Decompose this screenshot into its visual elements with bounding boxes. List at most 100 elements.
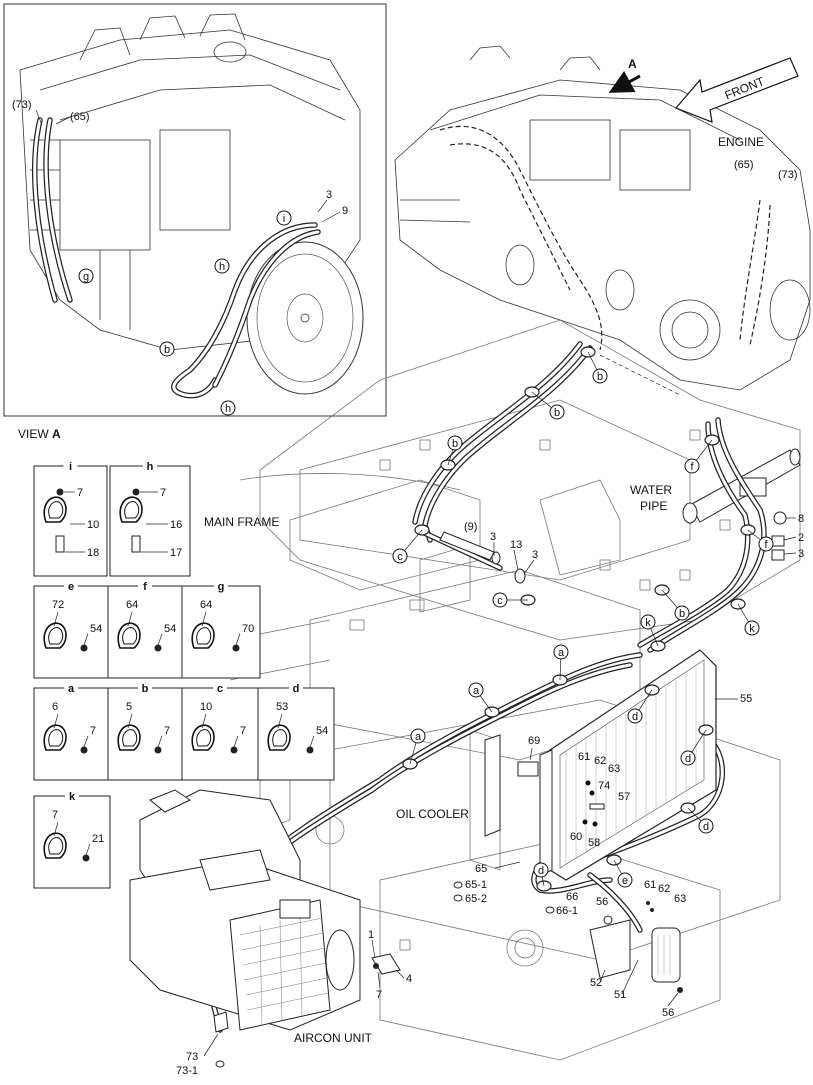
callout-c65-1: 65-1	[465, 879, 487, 891]
inset-view-a: (73) (65) 3 9 i h g b h	[3, 3, 387, 417]
clamp-marker-letter: d	[538, 865, 544, 877]
callout-c57: 57	[618, 791, 630, 803]
inset-callout-65: (65)	[70, 111, 90, 123]
clamp-part-label: 54	[90, 623, 102, 635]
svg-text:h: h	[225, 403, 231, 415]
clamp-part-label: 72	[52, 599, 64, 611]
clamp-box-title: a	[68, 683, 75, 695]
svg-text:A: A	[628, 57, 637, 71]
callout-c3b: 3	[532, 549, 538, 561]
callout-c66: 66	[566, 891, 578, 903]
aircon-bracket	[213, 953, 401, 1068]
engine-label: ENGINE	[718, 135, 764, 149]
inset-circle-h2: h	[220, 400, 236, 416]
callout-p73a: (73)	[778, 169, 798, 181]
clamp-marker-d4: d	[533, 862, 552, 892]
main-frame-label: MAIN FRAME	[204, 515, 279, 529]
svg-text:h: h	[219, 261, 225, 273]
callout-c63b: 63	[674, 893, 686, 905]
clamp-box-title: b	[142, 683, 149, 695]
clamp-marker-d2: d	[680, 724, 714, 766]
clamp-part-label: 6	[52, 701, 58, 713]
clamp-part-label: 7	[160, 487, 166, 499]
parts-65-cluster	[453, 861, 521, 902]
clamp-box-title: e	[68, 581, 74, 593]
clamp-marker-letter: k	[645, 617, 651, 629]
clamp-marker-a3: a	[402, 728, 426, 770]
receiver-drier	[545, 901, 683, 993]
clamp-detail-boxes: i71018h71617e7254f6454g6470a67b57c107d53…	[33, 460, 335, 889]
clamp-part-label: 53	[276, 701, 288, 713]
clamp-marker-k1: k	[640, 614, 666, 652]
oil-cooler	[484, 734, 501, 837]
clamp-part-label: 7	[52, 809, 58, 821]
callout-c74: 74	[598, 780, 610, 792]
inset-circle-h: h	[214, 258, 230, 274]
clamp-part-label: 64	[126, 599, 138, 611]
inset-callout-9: 9	[342, 205, 348, 217]
clamp-marker-f2: f	[740, 524, 774, 552]
condenser	[539, 649, 717, 881]
clamp-marker-a2: a	[468, 682, 500, 718]
callout-c66-1: 66-1	[556, 905, 578, 917]
callout-c55: 55	[740, 693, 752, 705]
callout-c63a: 63	[608, 763, 620, 775]
view-arrow-a: A	[608, 57, 641, 93]
main-engine	[394, 45, 811, 391]
aircon-unit	[129, 789, 361, 1031]
clamp-part-label: 7	[240, 725, 246, 737]
clamp-part-label: 10	[87, 519, 99, 531]
clamp-box-title: g	[218, 581, 225, 593]
callout-c62b: 62	[658, 883, 670, 895]
svg-text:i: i	[283, 213, 285, 225]
callout-c69: 69	[528, 735, 540, 747]
oil-cooler-label: OIL COOLER	[396, 807, 469, 821]
clamp-marker-a1: a	[552, 644, 569, 686]
callout-p65a: (65)	[734, 159, 754, 171]
clamp-part-label: 5	[126, 701, 132, 713]
callout-c73: 73	[186, 1051, 198, 1063]
clamp-marker-letter: b	[452, 438, 458, 450]
clamp-marker-d1: d	[627, 684, 660, 724]
inset-engine	[19, 13, 361, 351]
clamp-part-label: 18	[87, 547, 99, 559]
clamp-box-title: f	[143, 581, 147, 593]
clamp-marker-letter: c	[497, 595, 503, 607]
clamp-box-d: d 53 54	[257, 682, 335, 781]
callout-c52: 52	[590, 977, 602, 989]
clamp-part-label: 54	[316, 725, 328, 737]
condenser-fittings	[582, 780, 605, 827]
callout-c60: 60	[570, 831, 582, 843]
callout-c61b: 61	[644, 879, 656, 891]
svg-text:g: g	[83, 271, 89, 283]
front-arrow: FRONT	[674, 57, 799, 123]
inset-circle-i: i	[276, 210, 292, 226]
clamp-marker-letter: b	[554, 407, 560, 419]
clamp-marker-letter: b	[679, 608, 685, 620]
callout-c7: 7	[376, 989, 382, 1001]
clamp-marker-letter: d	[632, 711, 638, 723]
clamp-marker-b4: b	[654, 584, 690, 621]
clamp-marker-letter: d	[685, 753, 691, 765]
clamp-marker-c2: c	[492, 592, 536, 608]
clamp-box-a: a6 7	[33, 682, 109, 781]
clamp-marker-letter: a	[473, 685, 480, 697]
clamp-box-title: h	[147, 461, 154, 473]
callout-c65: 65	[475, 863, 487, 875]
clamp-marker-b3: b	[440, 435, 463, 471]
view-a-label: VIEW A	[18, 427, 61, 441]
aircon-unit-label: AIRCON UNIT	[294, 1031, 373, 1045]
clamp-marker-d3: d	[680, 802, 714, 834]
clamp-part-label: 7	[77, 487, 83, 499]
clamp-part-label: 16	[170, 519, 182, 531]
clamp-marker-b2: b	[524, 386, 565, 420]
inset-circle-b: b	[159, 341, 175, 357]
clamp-box-b: b57	[107, 682, 183, 781]
clamp-box-title: d	[293, 683, 300, 695]
clamp-part-label: 7	[90, 725, 96, 737]
inset-flywheel	[246, 241, 364, 395]
